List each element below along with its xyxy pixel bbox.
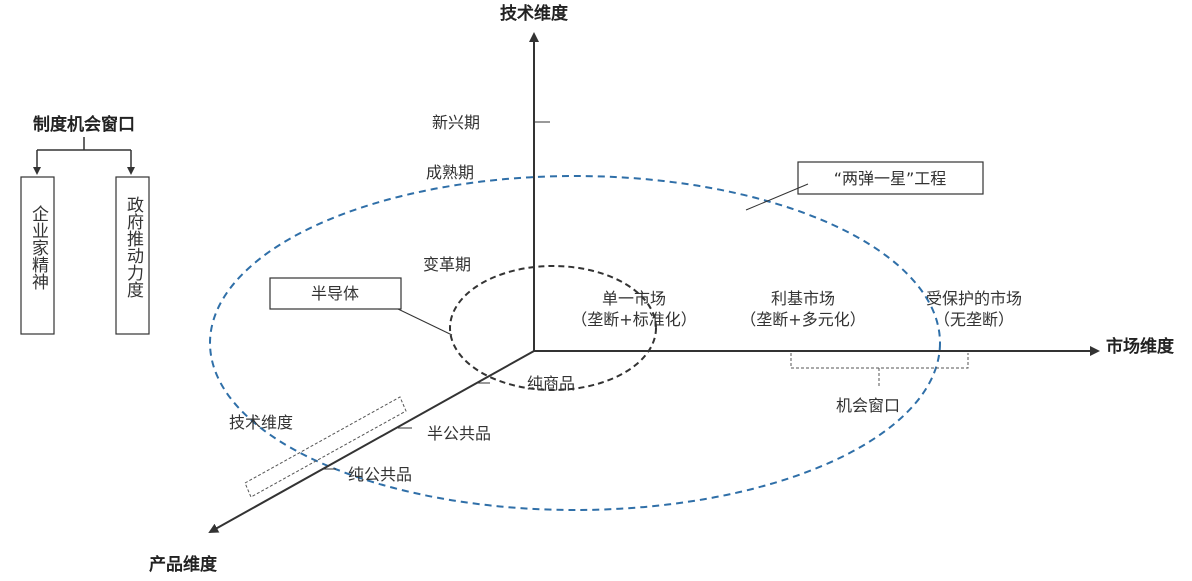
product-pure-goods: 纯商品 <box>527 374 575 393</box>
stage-mature: 成熟期 <box>426 163 474 182</box>
window-bracket <box>790 353 969 369</box>
tech-axis-title: 技术维度 <box>500 3 569 24</box>
liangdan-leader <box>745 183 809 211</box>
market-single: 单一市场 <box>602 289 666 308</box>
market-protected: 受保护的市场 <box>926 289 1022 308</box>
market-single-note: （垄断+标准化） <box>571 310 696 329</box>
liangdan-box <box>797 161 984 195</box>
semiconductor-leader <box>397 308 453 336</box>
product-pure-public: 纯公共品 <box>348 465 412 484</box>
semiconductor-box <box>269 277 402 310</box>
tech-dim-bracket <box>244 396 407 498</box>
institution-title: 制度机会窗口 <box>33 114 135 135</box>
product-axis <box>208 350 535 533</box>
window-label: 机会窗口 <box>836 396 900 415</box>
product-axis-title: 产品维度 <box>149 554 218 575</box>
stage-emerging: 新兴期 <box>432 113 480 132</box>
market-protected-note: （无垄断） <box>934 310 1014 329</box>
semiconductor-label: 半导体 <box>311 284 359 303</box>
market-interest: 利基市场 <box>771 289 835 308</box>
market-interest-note: （垄断+多元化） <box>740 310 865 329</box>
government-box <box>115 176 150 335</box>
entrepreneur-box <box>20 176 55 335</box>
outer-ellipse <box>209 175 941 511</box>
entrepreneur-label: 企业家精神 <box>28 205 49 290</box>
market-axis-title: 市场维度 <box>1106 336 1175 357</box>
product-semi-public: 半公共品 <box>427 424 491 443</box>
inner-ellipse <box>449 265 657 391</box>
stage-reform: 变革期 <box>423 255 471 274</box>
tech-dim-label: 技术维度 <box>229 413 293 432</box>
liangdan-label: “两弹一星”工程 <box>834 169 947 188</box>
government-label: 政府推动力度 <box>123 196 144 298</box>
